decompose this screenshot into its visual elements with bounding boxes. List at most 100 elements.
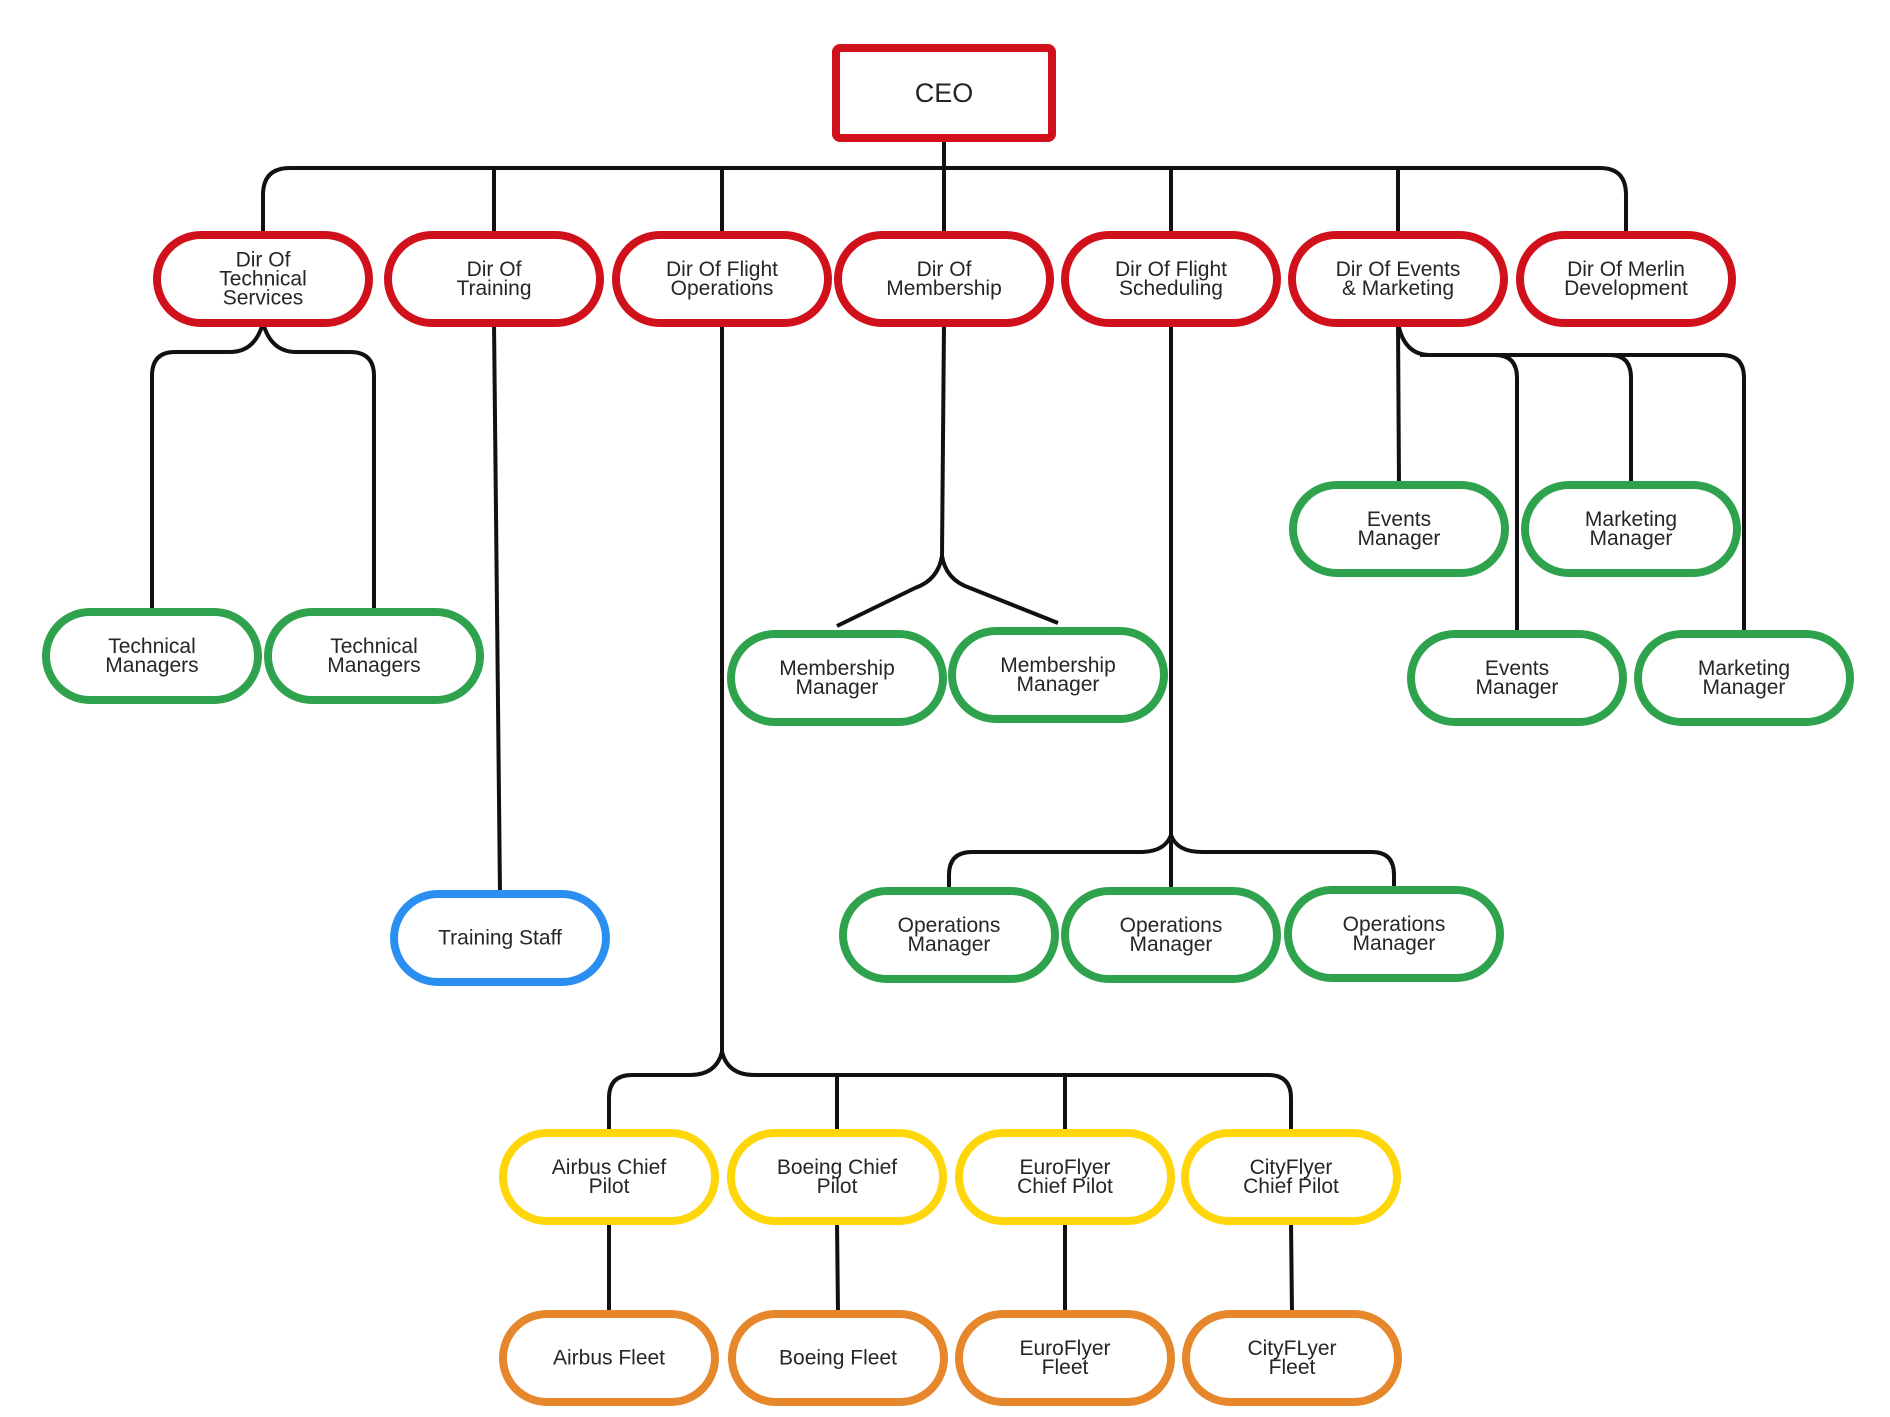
node-box-boeing-fleet <box>728 1310 948 1406</box>
node-box-dir-technical-services <box>153 231 373 327</box>
node-label-membership-manager-1-line-2: Manager <box>796 676 879 699</box>
node-label-marketing-manager-2-line-1: Marketing <box>1698 657 1790 680</box>
node-box-boeing-chief-pilot <box>727 1129 947 1225</box>
node-label-dir-events-marketing-line-1: Dir Of Events <box>1336 258 1461 281</box>
node-label-marketing-manager-2-line-2: Manager <box>1703 676 1786 699</box>
node-label-dir-flight-operations-line-1: Dir Of Flight <box>666 258 778 281</box>
node-label-technical-managers-2-line-1: Technical <box>330 635 418 658</box>
node-label-boeing-chief-pilot-line-1: Boeing Chief <box>777 1156 897 1179</box>
node-box-operations-manager-3 <box>1284 886 1504 982</box>
node-box-membership-manager-1 <box>727 630 947 726</box>
connector-ceo-to-dir-flight-scheduling <box>944 166 1173 235</box>
node-label-cityflyer-fleet-line-1: CityFLyer <box>1247 1337 1336 1360</box>
connector-dir-flight-operations-to-airbus-chief-pilot <box>607 323 724 1133</box>
node-label-dir-flight-scheduling-line-1: Dir Of Flight <box>1115 258 1227 281</box>
node-box-dir-merlin-development <box>1516 231 1736 327</box>
node-box-cityflyer-chief-pilot <box>1181 1129 1401 1225</box>
node-label-euroflyer-fleet-line-1: EuroFlyer <box>1019 1337 1110 1360</box>
connector-dir-flight-operations-to-boeing-chief-pilot <box>720 1051 839 1133</box>
node-label-dir-technical-services-line-1: Dir Of <box>236 249 291 272</box>
node-label-events-manager-1-line-2: Manager <box>1358 527 1441 550</box>
connector-dir-technical-services-to-technical-managers-2 <box>261 322 376 612</box>
node-label-ceo-line-1: CEO <box>915 78 974 108</box>
node-label-dir-training-line-2: Training <box>456 277 531 300</box>
node-label-boeing-fleet-line-1: Boeing Fleet <box>779 1347 897 1370</box>
node-airbus-fleet: Airbus Fleet <box>499 1310 719 1406</box>
node-label-events-manager-1-line-1: Events <box>1367 508 1431 531</box>
node-training-staff: Training Staff <box>390 890 610 986</box>
node-label-dir-technical-services-line-3: Services <box>223 287 304 310</box>
node-box-dir-events-marketing <box>1288 231 1508 327</box>
connector-lines <box>150 138 1746 1315</box>
node-box-marketing-manager-2 <box>1634 630 1854 726</box>
connector-dir-flight-operations-to-cityflyer-chief-pilot <box>1065 1073 1293 1133</box>
node-box-euroflyer-fleet <box>955 1310 1175 1406</box>
connector-boeing-chief-pilot-to-boeing-fleet <box>835 1220 840 1315</box>
node-label-training-staff-line-1: Training Staff <box>438 927 562 950</box>
node-box-cityflyer-fleet <box>1182 1310 1402 1406</box>
node-label-dir-flight-operations-line-2: Operations <box>671 277 774 300</box>
node-box-events-manager-2 <box>1407 630 1627 726</box>
node-label-dir-merlin-development-line-1: Dir Of Merlin <box>1567 258 1685 281</box>
node-label-cityflyer-fleet-line-2: Fleet <box>1269 1356 1316 1379</box>
node-ceo: CEO <box>832 44 1056 142</box>
connector-dir-flight-scheduling-to-operations-manager-1 <box>947 323 1173 891</box>
node-label-technical-managers-1-line-2: Managers <box>105 654 198 677</box>
connector-ceo-to-dir-training <box>492 166 944 235</box>
node-label-technical-managers-1-line-1: Technical <box>108 635 196 658</box>
node-label-operations-manager-2-line-2: Manager <box>1130 933 1213 956</box>
node-label-operations-manager-1-line-2: Manager <box>908 933 991 956</box>
node-label-operations-manager-2-line-1: Operations <box>1120 914 1223 937</box>
node-box-events-manager-1 <box>1289 481 1509 577</box>
node-label-dir-events-marketing-line-2: & Marketing <box>1342 277 1454 300</box>
node-label-marketing-manager-1-line-2: Manager <box>1590 527 1673 550</box>
connector-cityflyer-chief-pilot-to-cityflyer-fleet <box>1289 1220 1294 1315</box>
node-label-euroflyer-fleet-line-2: Fleet <box>1042 1356 1089 1379</box>
connector-ceo-to-dir-flight-operations <box>720 166 944 235</box>
node-label-euroflyer-chief-pilot-line-2: Chief Pilot <box>1017 1175 1113 1198</box>
node-label-dir-membership-line-1: Dir Of <box>917 258 972 281</box>
node-label-membership-manager-1-line-1: Membership <box>779 657 895 680</box>
node-label-dir-membership-line-2: Membership <box>886 277 1002 300</box>
node-box-technical-managers-1 <box>42 608 262 704</box>
node-label-cityflyer-chief-pilot-line-1: CityFlyer <box>1250 1156 1333 1179</box>
connector-dir-membership-to-membership-manager-1 <box>836 322 946 628</box>
connector-dir-membership-to-membership-manager-2 <box>940 555 1059 625</box>
node-box-ceo <box>832 44 1056 142</box>
node-box-technical-managers-2 <box>264 608 484 704</box>
node-label-airbus-fleet-line-1: Airbus Fleet <box>553 1347 665 1370</box>
node-label-operations-manager-1-line-1: Operations <box>898 914 1001 937</box>
node-box-euroflyer-chief-pilot <box>955 1129 1175 1225</box>
connector-ceo-to-dir-technical-services <box>261 138 946 235</box>
node-box-airbus-fleet <box>499 1310 719 1406</box>
node-label-membership-manager-2-line-2: Manager <box>1017 673 1100 696</box>
node-box-dir-training <box>384 231 604 327</box>
node-label-airbus-chief-pilot-line-2: Pilot <box>589 1175 630 1198</box>
node-label-events-manager-2-line-1: Events <box>1485 657 1549 680</box>
node-label-dir-training-line-1: Dir Of <box>467 258 522 281</box>
connector-dir-events-marketing-to-events-manager-1 <box>1396 322 1401 486</box>
node-box-membership-manager-2 <box>948 627 1168 723</box>
node-box-dir-membership <box>834 231 1054 327</box>
node-box-marketing-manager-1 <box>1521 481 1741 577</box>
node-label-operations-manager-3-line-1: Operations <box>1343 913 1446 936</box>
